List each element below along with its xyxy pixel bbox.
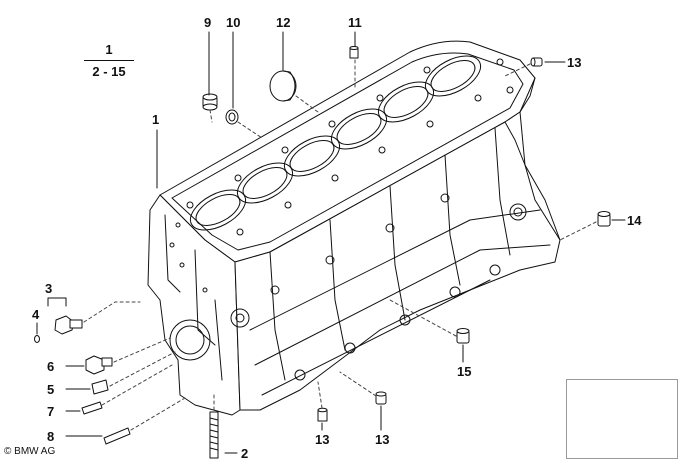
part-10-ring [225, 109, 239, 125]
part-6-bolt [85, 355, 113, 375]
part-2-stud [209, 411, 219, 459]
fraction-bar [84, 60, 134, 61]
part-15 [456, 328, 470, 344]
callout-2: 2 [241, 446, 249, 461]
callout-15: 15 [457, 364, 472, 379]
part-8-pin [103, 427, 131, 445]
block-bosses [169, 193, 527, 381]
part-13-bottom-right [375, 391, 387, 405]
copyright-text: © BMW AG [4, 446, 56, 457]
reference-fraction: 1 2 - 15 [84, 42, 134, 79]
callout-12: 12 [276, 15, 291, 30]
callout-13-bottom-right: 13 [375, 432, 390, 447]
projection-lines [83, 59, 597, 431]
part-5-plug [91, 379, 109, 395]
reference-numerator: 1 [105, 42, 113, 57]
callout-1: 1 [152, 112, 160, 127]
leader-lines [36, 31, 626, 454]
part-4-o-ring [34, 335, 40, 343]
callout-11: 11 [348, 15, 362, 30]
part-11-sleeve [349, 46, 359, 59]
part-14 [597, 211, 611, 227]
callout-7: 7 [47, 404, 55, 419]
callout-8: 8 [47, 429, 55, 444]
callout-6: 6 [47, 359, 55, 374]
callout-4: 4 [32, 307, 40, 322]
part-3-sensor [54, 315, 83, 335]
callout-10: 10 [226, 15, 241, 30]
callout-13-bottom-left: 13 [315, 432, 330, 447]
part-12-cap [269, 70, 297, 102]
reference-denominator: 2 - 15 [92, 64, 126, 79]
callout-14: 14 [627, 213, 642, 228]
callout-13-top: 13 [567, 55, 582, 70]
vehicle-thumbnail-frame [566, 379, 678, 459]
part-13-top [530, 57, 543, 67]
part-7-pin [81, 401, 103, 415]
part-9-plug [202, 93, 218, 111]
callout-9: 9 [204, 15, 212, 30]
deck-bolt-holes [169, 58, 514, 293]
callout-5: 5 [47, 382, 55, 397]
callout-3: 3 [45, 281, 53, 296]
cylinder-bores [189, 55, 482, 231]
part-13-bottom-left [317, 407, 328, 422]
